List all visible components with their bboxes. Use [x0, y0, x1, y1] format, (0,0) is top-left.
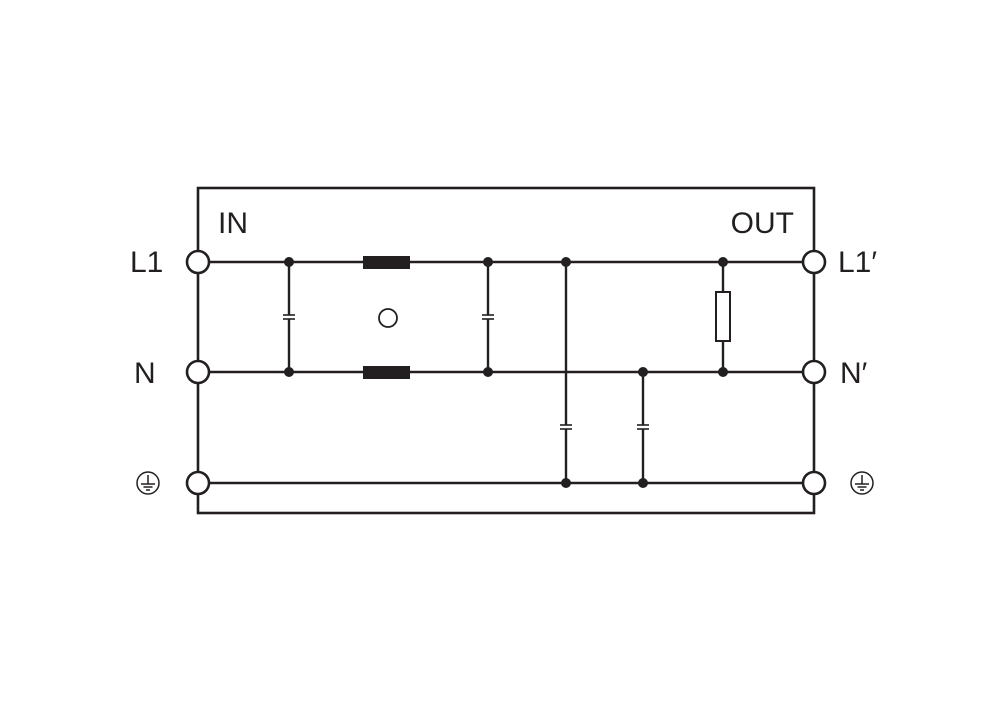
- protective-earth-icon: [136, 471, 160, 495]
- y-capacitor-line: [560, 262, 572, 483]
- protective-earth-icon: [850, 471, 874, 495]
- discharge-resistor: [715, 262, 731, 372]
- neutral-out-label: N′: [840, 357, 868, 390]
- neutral-in-label: N: [134, 357, 156, 390]
- terminal-neutral-in: [185, 359, 211, 385]
- input-label: IN: [218, 207, 248, 240]
- terminal-earth-in: [185, 470, 211, 496]
- choke-winding-line: [363, 256, 410, 269]
- terminal-line-in: [185, 249, 211, 275]
- x-capacitor-output: [482, 262, 494, 372]
- junction-nodes: [284, 257, 728, 488]
- enclosure-frame: [196, 186, 816, 515]
- x-capacitor-input: [283, 262, 295, 372]
- line-in-label: L1: [130, 246, 163, 279]
- y-capacitor-neutral: [637, 372, 649, 483]
- terminal-earth-out: [801, 470, 827, 496]
- terminal-line-out: [801, 249, 827, 275]
- choke-winding-neutral: [363, 366, 410, 379]
- common-mode-choke: [363, 256, 410, 379]
- output-label: OUT: [731, 207, 794, 240]
- line-out-label: L1′: [838, 246, 877, 279]
- choke-core-marker: [378, 308, 398, 328]
- terminal-neutral-out: [801, 359, 827, 385]
